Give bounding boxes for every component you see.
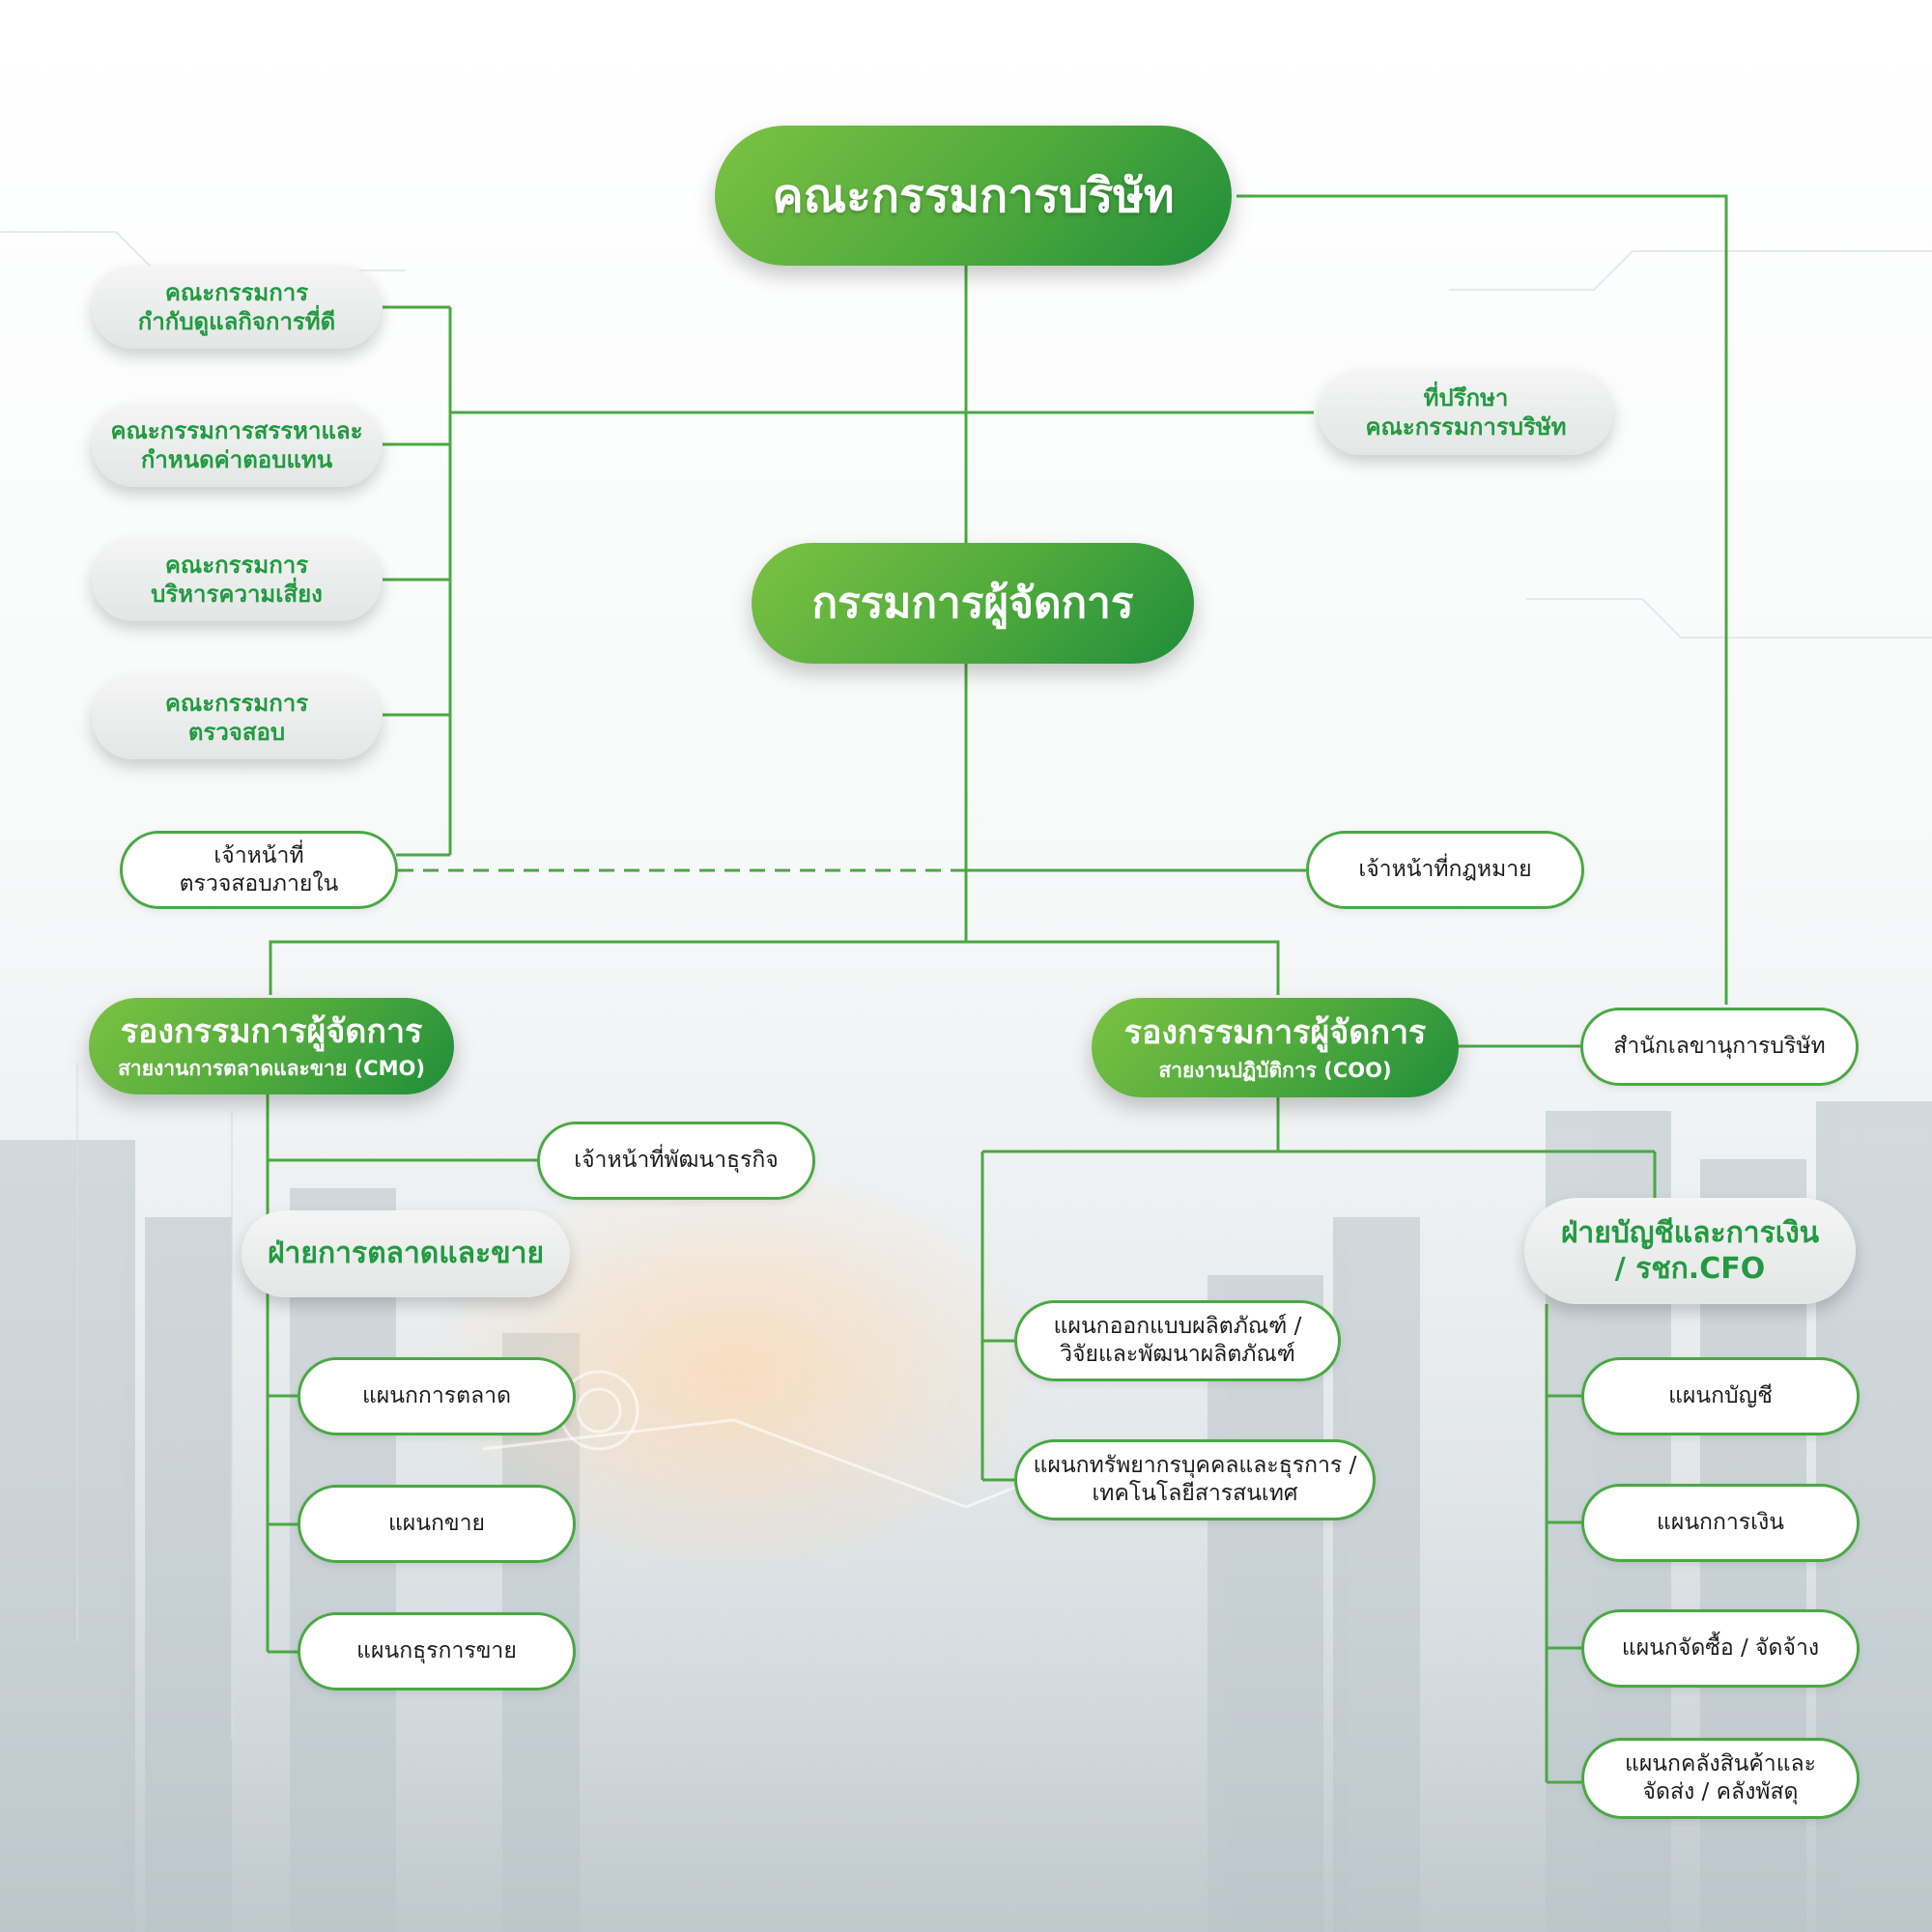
internal-audit-line1: เจ้าหน้าที่ xyxy=(213,842,304,868)
committee-nomination-remuneration[interactable]: คณะกรรมการสรรหาและ กำหนดค่าตอบแทน xyxy=(78,390,382,500)
advisor-line2: คณะกรรมการบริษัท xyxy=(1365,413,1567,440)
board-label: คณะกรรมการบริษัท xyxy=(772,168,1175,223)
md-label: กรรมการผู้จัดการ xyxy=(811,579,1134,628)
advisor-line1: ที่ปรึกษา xyxy=(1423,384,1509,412)
finance-dept-line1: ฝ่ายบัญชีและการเงิน xyxy=(1560,1215,1820,1250)
committee-line1: คณะกรรมการ xyxy=(164,552,309,579)
unit-line2: เทคโนโลยีสารสนเทศ xyxy=(1092,1481,1298,1506)
sales-unit[interactable]: แผนกขาย xyxy=(298,1485,576,1563)
committee-line1: คณะกรรมการ xyxy=(164,279,309,306)
unit-line2: จัดส่ง / คลังพัสดุ xyxy=(1642,1779,1799,1804)
unit-label: แผนกการตลาด xyxy=(361,1383,512,1409)
coo-title: รองกรรมการผู้จัดการ xyxy=(1123,1013,1427,1053)
internal-audit-officer[interactable]: เจ้าหน้าที่ ตรวจสอบภายใน xyxy=(120,831,398,909)
company-secretary-office[interactable]: สำนักเลขานุการบริษัท xyxy=(1580,1008,1859,1086)
committee-line2: บริหารความเสี่ยง xyxy=(151,581,323,608)
accounting-finance-department[interactable]: ฝ่ายบัญชีและการเงิน / รชก.CFO xyxy=(1511,1184,1856,1318)
warehouse-delivery-unit[interactable]: แผนกคลังสินค้าและ จัดส่ง / คลังพัสดุ xyxy=(1581,1738,1860,1819)
unit-line1: แผนกคลังสินค้าและ xyxy=(1625,1751,1816,1777)
unit-label: แผนกธุรการขาย xyxy=(356,1638,517,1664)
marketing-dept-label: ฝ่ายการตลาดและขาย xyxy=(267,1236,545,1271)
unit-label: แผนกขาย xyxy=(387,1511,486,1537)
committee-good-governance[interactable]: คณะกรรมการ กำกับดูแลกิจการที่ดี xyxy=(78,252,382,362)
legal-label: เจ้าหน้าที่กฎหมาย xyxy=(1358,857,1532,883)
unit-label: แผนกบัญชี xyxy=(1668,1383,1773,1409)
unit-line1: แผนกทรัพยากรบุคคลและธุรการ / xyxy=(1033,1453,1357,1479)
cmo-title: รองกรรมการผู้จัดการ xyxy=(120,1011,423,1051)
finance-dept-line2: / รชก.CFO xyxy=(1614,1252,1766,1286)
bizdev-label: เจ้าหน้าที่พัฒนาธุรกิจ xyxy=(574,1148,779,1174)
committee-line2: กำกับดูแลกิจการที่ดี xyxy=(137,308,336,335)
committee-line2: กำหนดค่าตอบแทน xyxy=(140,446,333,473)
marketing-unit[interactable]: แผนกการตลาด xyxy=(298,1357,576,1435)
managing-director[interactable]: กรรมการผู้จัดการ xyxy=(734,522,1194,685)
legal-officer[interactable]: เจ้าหน้าที่กฎหมาย xyxy=(1306,831,1584,909)
unit-line2: วิจัยและพัฒนาผลิตภัณฑ์ xyxy=(1060,1342,1295,1367)
unit-label: แผนกการเงิน xyxy=(1657,1510,1784,1536)
board-advisor[interactable]: ที่ปรึกษา คณะกรรมการบริษัท xyxy=(1305,356,1613,469)
accounting-unit[interactable]: แผนกบัญชี xyxy=(1581,1357,1860,1435)
sales-admin-unit[interactable]: แผนกธุรการขาย xyxy=(298,1612,576,1690)
internal-audit-line2: ตรวจสอบภายใน xyxy=(179,870,339,896)
business-development-officer[interactable]: เจ้าหน้าที่พัฒนาธุรกิจ xyxy=(537,1122,815,1200)
committee-risk-management[interactable]: คณะกรรมการ บริหารความเสี่ยง xyxy=(78,525,382,635)
hr-admin-it-unit[interactable]: แผนกทรัพยากรบุคคลและธุรการ / เทคโนโลยีสา… xyxy=(1014,1439,1376,1520)
committee-line1: คณะกรรมการสรรหาและ xyxy=(110,417,363,444)
product-design-rd-unit[interactable]: แผนกออกแบบผลิตภัณฑ์ / วิจัยและพัฒนาผลิตภ… xyxy=(1014,1300,1341,1381)
committee-line2: ตรวจสอบ xyxy=(187,719,286,746)
cmo-subtitle: สายงานการตลาดและขาย (CMO) xyxy=(118,1057,425,1081)
finance-unit[interactable]: แผนกการเงิน xyxy=(1581,1484,1860,1562)
unit-label: แผนกจัดซื้อ / จัดจ้าง xyxy=(1621,1635,1820,1662)
coo-subtitle: สายงานปฏิบัติการ (COO) xyxy=(1158,1058,1392,1082)
committee-audit[interactable]: คณะกรรมการ ตรวจสอบ xyxy=(78,663,382,773)
unit-line1: แผนกออกแบบผลิตภัณฑ์ / xyxy=(1053,1314,1302,1340)
deputy-md-coo[interactable]: รองกรรมการผู้จัดการ สายงานปฏิบัติการ (CO… xyxy=(1074,977,1459,1119)
marketing-sales-department[interactable]: ฝ่ายการตลาดและขาย xyxy=(228,1197,570,1311)
deputy-md-cmo[interactable]: รองกรรมการผู้จัดการ สายงานการตลาดและขาย … xyxy=(71,977,454,1116)
board-of-directors[interactable]: คณะกรรมการบริษัท xyxy=(697,104,1232,287)
procurement-unit[interactable]: แผนกจัดซื้อ / จัดจ้าง xyxy=(1581,1609,1860,1688)
committee-line1: คณะกรรมการ xyxy=(164,690,309,717)
secretary-label: สำนักเลขานุการบริษัท xyxy=(1613,1034,1826,1060)
